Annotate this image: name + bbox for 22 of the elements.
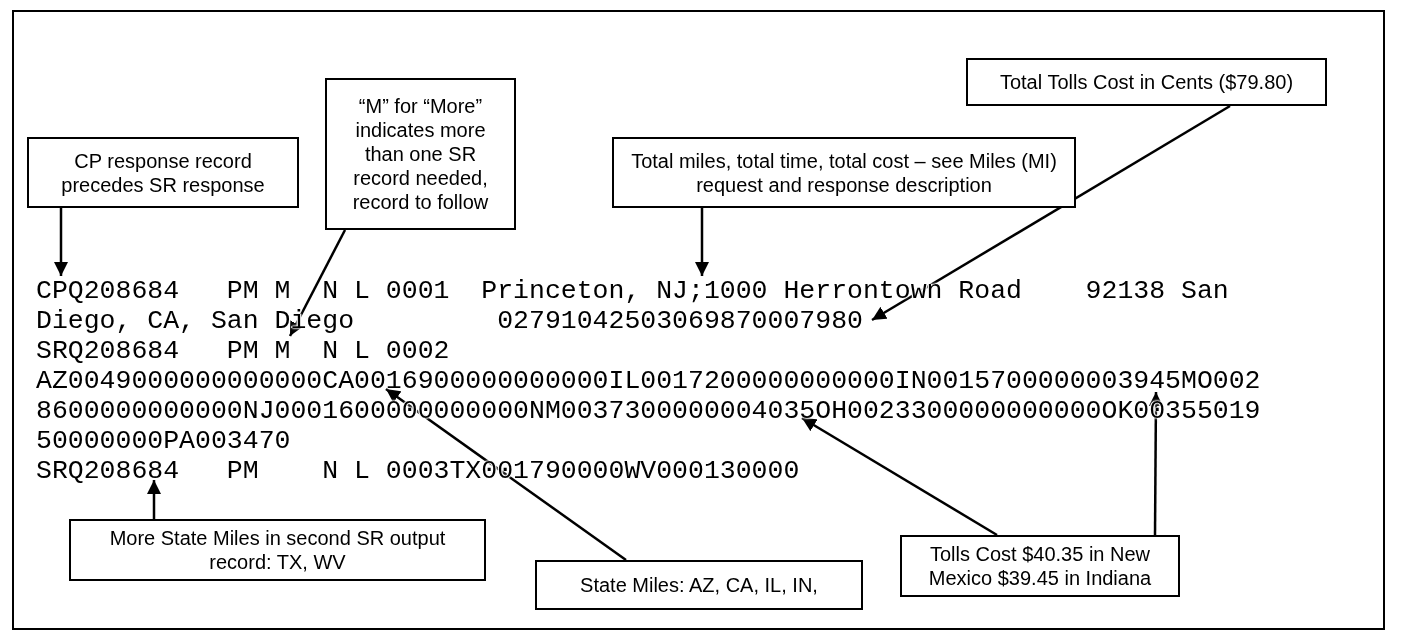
record-text-line: AZ0049000000000000CA0016900000000000IL0017200000000000IN0015700000003945MO002 [36, 366, 1261, 396]
record-text-line: SRQ208684 PM M N L 0002 [36, 336, 450, 366]
callout-box [325, 78, 516, 230]
callout-box [612, 137, 1076, 208]
callout-box [900, 535, 1180, 597]
callout-text: CP response record precedes SR response [60, 148, 266, 197]
callout-text: Total Tolls Cost in Cents ($79.80) [999, 70, 1294, 94]
callout-box [27, 137, 299, 208]
record-text-line: 50000000PA003470 [36, 426, 291, 456]
callout-text: State Miles: AZ, CA, IL, IN, [580, 573, 818, 597]
callout-text: “M” for “More” indicates more than one SR record needed, record to follow [351, 94, 490, 214]
callout-text: Total miles, total time, total cost – see Miles (MI) request and response description [630, 148, 1058, 197]
arrow [871, 104, 1231, 322]
arrow [695, 208, 709, 276]
callout-box [69, 519, 486, 581]
arrow [54, 208, 68, 276]
callout-text: More State Miles in second SR output record: TX, WV [108, 526, 447, 574]
callout-box [966, 58, 1327, 106]
callout-box [535, 560, 863, 610]
arrow [147, 480, 161, 519]
arrow [801, 416, 998, 537]
callout-text: Tolls Cost $40.35 in New Mexico $39.45 in Indiana [927, 542, 1153, 590]
